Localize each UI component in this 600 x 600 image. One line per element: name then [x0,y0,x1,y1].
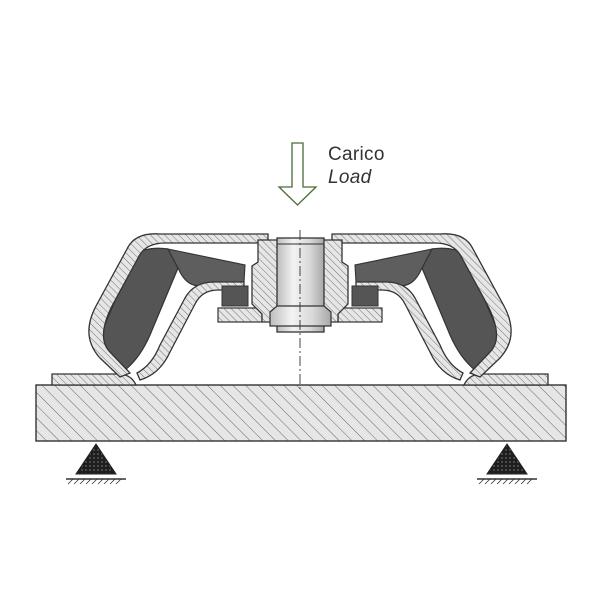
load-arrow-icon [277,142,318,206]
right-support-icon [477,443,537,485]
right-rubber-upper [354,248,434,287]
left-rubber-stop [221,285,249,307]
left-rubber-upper [166,248,246,287]
right-upper-cap [331,233,512,378]
load-label-italian: Carico [328,144,385,165]
load-label-english: Load [328,167,373,188]
left-support-icon [66,443,126,485]
base-plate [35,384,567,442]
left-washer [217,307,263,323]
left-upper-cap [88,233,269,378]
right-washer [337,307,383,323]
right-rubber-stop [351,285,379,307]
bushing-flange [269,305,332,327]
